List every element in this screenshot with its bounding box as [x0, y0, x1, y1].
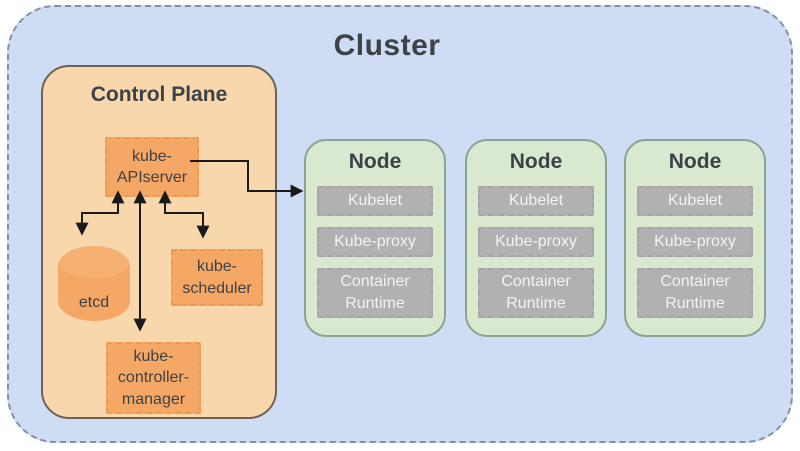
kube-proxy-box: Kube-proxy — [317, 227, 433, 257]
control-plane-container: Control Plane kube-APIserver etcd kube-s… — [41, 65, 277, 419]
kubelet-box: Kubelet — [317, 186, 433, 216]
kube-scheduler-box: kube-scheduler — [171, 249, 263, 306]
kube-proxy-box: Kube-proxy — [637, 227, 753, 257]
etcd-label: etcd — [78, 294, 110, 311]
node-title: Node — [348, 150, 402, 173]
kubelet-box: Kubelet — [637, 186, 753, 216]
node-container-3: Node Kubelet Kube-proxy Container Runtim… — [624, 139, 766, 337]
kube-controller-manager-box: kube-controller-manager — [106, 342, 201, 414]
node-components: Kubelet Kube-proxy Container Runtime — [467, 186, 605, 318]
container-runtime-box: Container Runtime — [317, 268, 433, 318]
container-runtime-box: Container Runtime — [637, 268, 753, 318]
cluster-container: Cluster Control Plane kube-APIserver etc… — [7, 5, 793, 443]
container-runtime-box: Container Runtime — [478, 268, 594, 318]
control-plane-title: Control Plane — [90, 83, 228, 106]
node-container-2: Node Kubelet Kube-proxy Container Runtim… — [465, 139, 607, 337]
node-title: Node — [668, 150, 722, 173]
kube-proxy-box: Kube-proxy — [478, 227, 594, 257]
node-title: Node — [509, 150, 563, 173]
node-components: Kubelet Kube-proxy Container Runtime — [626, 186, 764, 318]
node-container-1: Node Kubelet Kube-proxy Container Runtim… — [304, 139, 446, 337]
kube-apiserver-box: kube-APIserver — [105, 137, 199, 197]
etcd-cylinder: etcd — [58, 246, 130, 321]
kubelet-box: Kubelet — [478, 186, 594, 216]
cluster-title: Cluster — [333, 29, 441, 62]
node-components: Kubelet Kube-proxy Container Runtime — [306, 186, 444, 318]
